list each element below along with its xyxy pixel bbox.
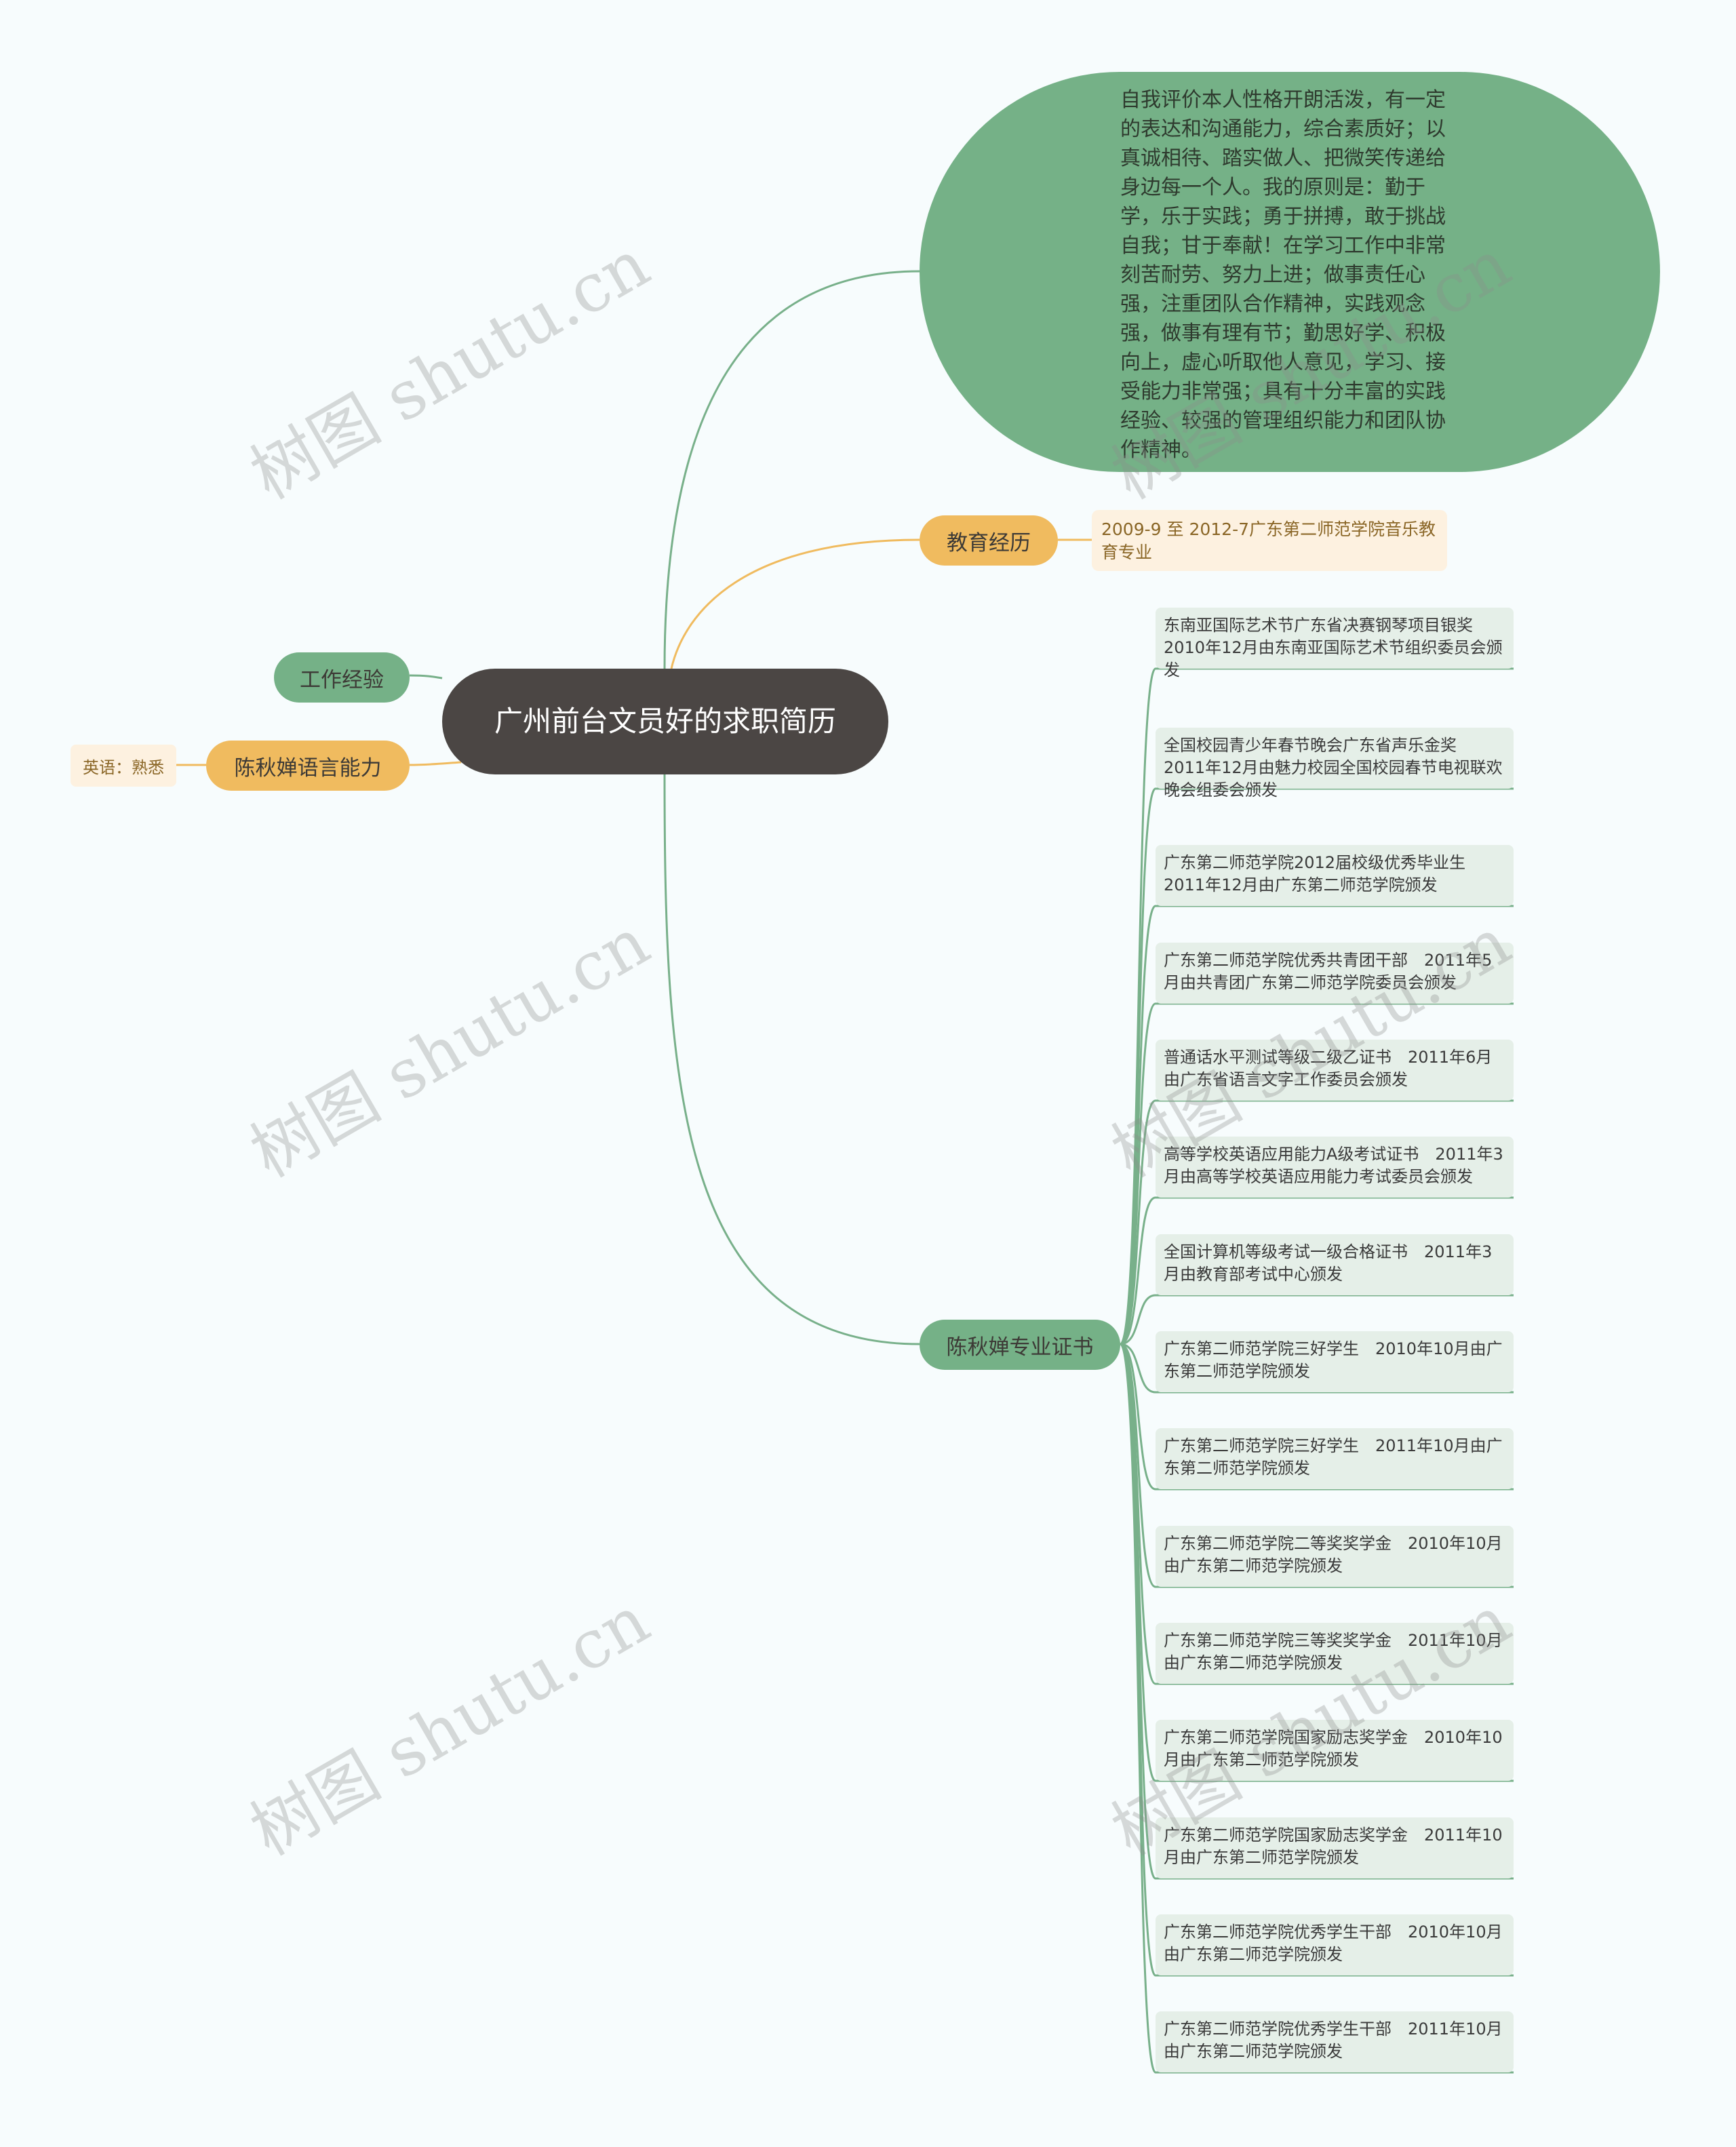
certificates-label: 陈秋婵专业证书 bbox=[946, 1335, 1094, 1360]
certificate-link bbox=[1120, 1343, 1514, 1491]
certificate-links bbox=[1119, 667, 1514, 2074]
certificate-link bbox=[1119, 1343, 1514, 2074]
work-experience-label: 工作经验 bbox=[300, 667, 384, 692]
root-node[interactable]: 广州前台文员好的求职简历 bbox=[442, 669, 888, 774]
certificate-link bbox=[1120, 1099, 1514, 1345]
certificate-item[interactable]: 普通话水平测试等级二级乙证书 2011年6月由广东省语言文字工作委员会颁发 bbox=[1156, 1040, 1514, 1101]
certificate-item[interactable]: 广东第二师范学院优秀学生干部 2011年10月由广东第二师范学院颁发 bbox=[1156, 2011, 1514, 2072]
certificate-link bbox=[1120, 1343, 1514, 1588]
education-label: 教育经历 bbox=[947, 530, 1031, 555]
language-detail[interactable]: 英语：熟悉 bbox=[71, 745, 176, 787]
root-title: 广州前台文员好的求职简历 bbox=[494, 705, 836, 738]
language-node[interactable]: 陈秋婵语言能力 bbox=[206, 741, 410, 791]
certificate-item[interactable]: 广东第二师范学院二等奖奖学金 2010年10月由广东第二师范学院颁发 bbox=[1156, 1526, 1514, 1587]
certificate-item[interactable]: 广东第二师范学院国家励志奖学金 2010年10月由广东第二师范学院颁发 bbox=[1156, 1720, 1514, 1781]
link-self-eval bbox=[663, 270, 920, 669]
certificate-link bbox=[1120, 1294, 1514, 1345]
education-node[interactable]: 教育经历 bbox=[920, 515, 1058, 566]
language-label: 陈秋婵语言能力 bbox=[234, 755, 382, 781]
certificate-item[interactable]: 广东第二师范学院三好学生 2011年10月由广东第二师范学院颁发 bbox=[1156, 1428, 1514, 1489]
certificate-link bbox=[1119, 1343, 1514, 1880]
certificate-item[interactable]: 广东第二师范学院优秀学生干部 2010年10月由广东第二师范学院颁发 bbox=[1156, 1914, 1514, 1975]
certificate-item[interactable]: 全国校园青少年春节晚会广东省声乐金奖 2011年12月由魅力校园全国校园春节电视… bbox=[1156, 728, 1514, 800]
certificate-item[interactable]: 广东第二师范学院2012届校级优秀毕业生 2011年12月由广东第二师范学院颁发 bbox=[1156, 845, 1514, 906]
certificate-item[interactable]: 全国计算机等级考试一级合格证书 2011年3月由教育部考试中心颁发 bbox=[1156, 1234, 1514, 1295]
certificate-link bbox=[1120, 1002, 1514, 1345]
link-education bbox=[670, 538, 920, 669]
certificate-item[interactable]: 东南亚国际艺术节广东省决赛钢琴项目银奖 2010年12月由东南亚国际艺术节组织委… bbox=[1156, 608, 1514, 679]
certificate-item[interactable]: 广东第二师范学院优秀共青团干部 2011年5月由共青团广东第二师范学院委员会颁发 bbox=[1156, 943, 1514, 1004]
certificate-item[interactable]: 广东第二师范学院国家励志奖学金 2011年10月由广东第二师范学院颁发 bbox=[1156, 1817, 1514, 1878]
link-work bbox=[409, 674, 443, 679]
education-detail[interactable]: 2009-9 至 2012-7广东第二师范学院音乐教育专业 bbox=[1092, 510, 1447, 571]
certificate-link bbox=[1120, 1196, 1514, 1345]
certificates-node[interactable]: 陈秋婵专业证书 bbox=[920, 1320, 1120, 1370]
certificate-link bbox=[1120, 1343, 1514, 1394]
work-experience-node[interactable]: 工作经验 bbox=[274, 652, 410, 703]
certificate-item[interactable]: 高等学校英语应用能力A级考试证书 2011年3月由高等学校英语应用能力考试委员会… bbox=[1156, 1137, 1514, 1198]
certificate-item[interactable]: 广东第二师范学院三好学生 2010年10月由广东第二师范学院颁发 bbox=[1156, 1331, 1514, 1392]
link-certificates bbox=[663, 774, 920, 1345]
link-language bbox=[409, 761, 462, 766]
self-evaluation-node[interactable]: 自我评价本人性格开朗活泼，有一定的表达和沟通能力，综合素质好；以真诚相待、踏实做… bbox=[920, 72, 1660, 472]
certificate-item[interactable]: 广东第二师范学院三等奖奖学金 2011年10月由广东第二师范学院颁发 bbox=[1156, 1623, 1514, 1684]
